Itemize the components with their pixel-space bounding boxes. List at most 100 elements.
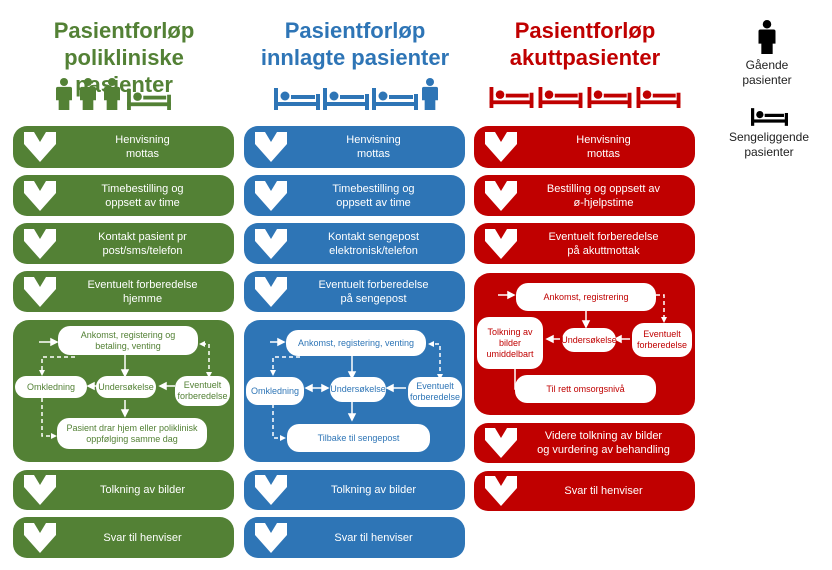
step-label-line1: Henvisning [115,134,170,146]
emergency-step-reply: Svar til henviser [474,471,695,511]
bed-patient-icon [488,87,535,108]
imaging-line3: umiddelbart [486,348,534,359]
chevron-down-icon [255,277,287,307]
step-label: Svar til henviser [103,531,182,544]
step-label-line1: Kontakt sengepost [327,230,420,243]
prep-line2: forberedelse [177,391,228,401]
inpatient-step-interpretation: Tolkning av bilder [244,470,465,510]
imaging-line1: Tolkning av [487,326,533,337]
step-label-line2: mottas [586,148,620,160]
walking-patient-icon [103,78,121,110]
chevron-down-icon [24,181,56,211]
step-label-line2: hjemme [122,292,163,305]
inpatient-title-line2: innlagte pasienter [260,45,450,70]
step-label-line1: Eventuelt forberedelse [548,230,659,243]
step-label: Svar til henviser [564,485,643,497]
prep-line2: forberedelse [636,340,688,350]
emergency-title-line2: akuttpasienter [509,45,661,70]
step-label-line2: mottas [125,148,159,160]
bed-patient-icon [635,87,682,108]
walking-patient-icon [55,78,73,110]
bed-patient-icon [537,87,584,108]
prep-line1: Eventuelt [643,329,681,339]
step-label-line2: på sengepost [340,292,407,305]
bed-patient-icon [127,89,171,110]
step-label-line1: Timebestilling og [101,182,184,195]
chevron-down-icon [255,475,287,505]
flow-node-examination: Undersøkelse [561,328,617,352]
chevron-down-icon [24,277,56,307]
exit-line2: oppfølging samme dag [86,433,178,444]
chevron-down-icon [255,132,287,162]
flow-node-changing: Omkledning [246,377,304,405]
step-label: Svar til henviser [334,531,413,544]
flow-node-examination: Undersøkelse [330,377,386,402]
flow-node-changing: Omkledning [15,376,87,398]
emergency-step-referral: Henvisning mottas [474,126,695,168]
chevron-down-icon [24,523,56,553]
step-label-line2: post/sms/telefon [102,244,183,257]
flow-node-examination: Undersøkelse [96,376,156,398]
outpatient-title-line2: polikliniske pasienter [64,45,184,97]
step-label: Tolkning av bilder [100,484,185,496]
prep-line1: Eventuelt [416,381,454,391]
step-label-line2: og vurdering av behandling [537,444,670,456]
chevron-down-icon [485,132,517,162]
chevron-down-icon [255,229,287,259]
walking-patient-icon [421,78,439,110]
chevron-down-icon [255,523,287,553]
step-label: Videre tolkning av bilder og vurdering av… [524,429,683,457]
inpatient-step-reply: Svar til henviser [244,517,465,558]
flow-node-exit: Tilbake til sengepost [287,424,430,452]
arrival-line1: Ankomst, registering og [80,329,176,340]
chevron-down-icon [485,476,517,506]
outpatient-title: Pasientforløp polikliniske pasienter [13,17,235,98]
flow-node-arrival: Ankomst, registering, venting [286,330,426,356]
chevron-down-icon [485,428,517,458]
inpatient-title-line1: Pasientforløp [284,18,426,43]
imaging-line2: bilder [498,337,521,348]
chevron-down-icon [24,229,56,259]
bed-patient-icon [323,88,369,110]
emergency-title-line1: Pasientforløp [514,18,656,43]
bed-patient-icon [586,87,633,108]
walking-patient-icon [757,20,777,54]
prep-line2: forberedelse [409,392,461,402]
emergency-title: Pasientforløp akuttpasienter [474,17,696,71]
chevron-down-icon [24,132,56,162]
step-label-line1: Timebestilling og [332,182,415,195]
step-label-line1: Bestilling og oppsett av [546,182,661,195]
outpatient-title-line1: Pasientforløp [53,18,195,43]
flow-node-arrival: Ankomst, registrering [516,283,656,311]
bed-patient-icon [274,88,320,110]
step-label-line1: Eventuelt forberedelse [318,278,429,291]
chevron-down-icon [485,229,517,259]
inpatient-flow-box: Ankomst, registering, venting Omkledning… [244,320,465,462]
step-label-line1: Videre tolkning av bilder [544,430,663,442]
step-label: Henvisning mottas [524,133,683,161]
chevron-down-icon [485,181,517,211]
legend-walking-line2: pasienter [742,73,792,87]
legend-walking-label: Gående pasienter [720,58,814,88]
chevron-down-icon [255,181,287,211]
inpatient-icons [274,78,439,110]
bed-patient-icon [372,88,418,110]
legend-bed-label: Sengeliggende pasienter [714,130,824,160]
step-label-line2: elektronisk/telefon [329,244,418,257]
step-label-line1: Henvisning [576,134,631,146]
